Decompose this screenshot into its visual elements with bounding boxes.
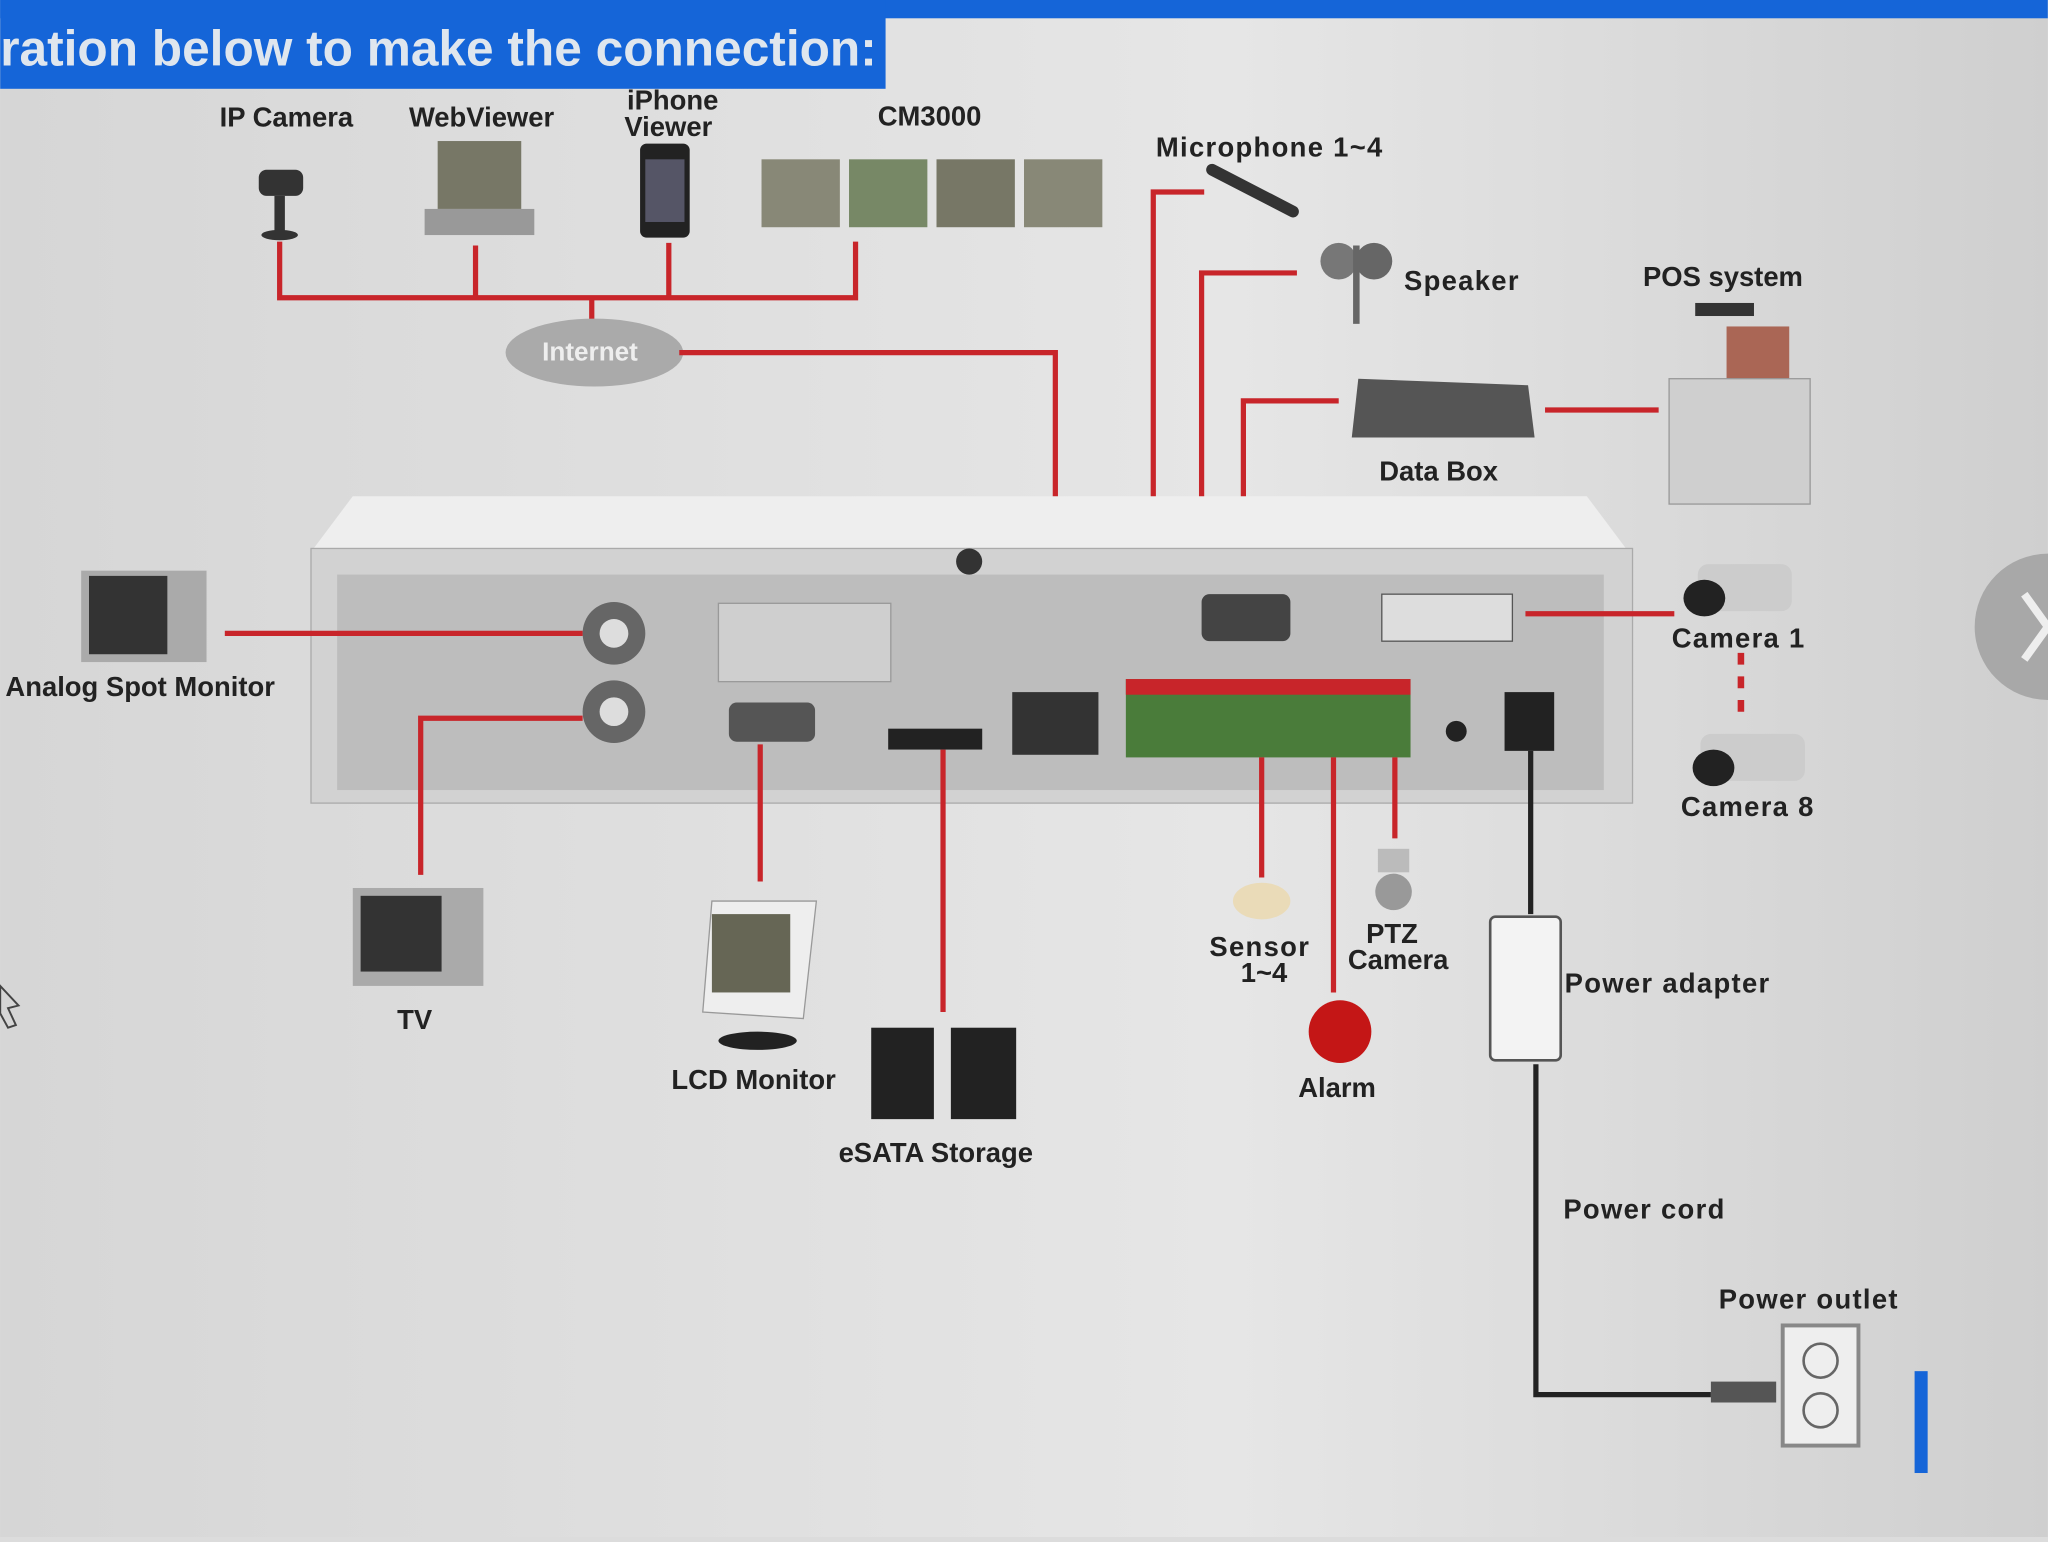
- ip-camera-label: IP Camera: [220, 102, 354, 133]
- microphone-icon: [1206, 163, 1299, 218]
- camera-1-icon: [1683, 564, 1792, 617]
- cm3000-monitors-icon: [761, 159, 1103, 228]
- speaker-icon: [1320, 242, 1393, 324]
- iphone-viewer-label-2: Viewer: [624, 111, 712, 142]
- header-banner: [0, 0, 886, 89]
- iphone-viewer-label-1: iPhone: [627, 85, 718, 116]
- camera-8-icon: [1692, 733, 1805, 787]
- lcd-monitor-icon: [702, 900, 818, 1050]
- ptz-camera-label-1: PTZ: [1366, 918, 1418, 949]
- internet-cloud-icon: [505, 318, 684, 387]
- header-text: ration below to make the connection:: [0, 20, 877, 76]
- ptz-camera-icon: [1375, 848, 1412, 911]
- sensor-icon: [1232, 882, 1291, 920]
- alarm-icon: [1308, 1000, 1372, 1063]
- ptz-camera-label-2: Camera: [1348, 944, 1449, 975]
- lcd-monitor-label: LCD Monitor: [671, 1064, 836, 1095]
- microphone-label: Microphone 1~4: [1156, 132, 1384, 163]
- pos-system-label: POS system: [1643, 261, 1803, 292]
- tv-icon: [352, 887, 484, 986]
- power-adapter-label: Power adapter: [1565, 967, 1771, 998]
- mouse-cursor-icon: [0, 984, 21, 1029]
- power-adapter-icon: [1488, 915, 1563, 1062]
- webviewer-label: WebViewer: [409, 102, 555, 133]
- dvr-unit: [310, 496, 1634, 804]
- text-cursor: [1914, 1371, 1928, 1474]
- webviewer-laptop-icon: [424, 141, 535, 236]
- iphone-icon: [640, 143, 690, 238]
- analog-spot-monitor-icon: [81, 570, 207, 663]
- power-outlet-icon: [1780, 1323, 1861, 1448]
- speaker-label: Speaker: [1404, 265, 1520, 296]
- power-plug-icon: [1710, 1381, 1777, 1403]
- pos-system-icon: [1668, 302, 1811, 505]
- power-outlet-label: Power outlet: [1719, 1283, 1899, 1314]
- analog-spot-monitor-label: Analog Spot Monitor: [5, 671, 275, 702]
- tv-label: TV: [397, 1004, 433, 1035]
- ip-camera-icon: [258, 169, 304, 241]
- alarm-label: Alarm: [1298, 1072, 1376, 1103]
- internet-label: Internet: [542, 336, 638, 366]
- camera-8-label: Camera 8: [1681, 791, 1815, 822]
- esata-storage-label: eSATA Storage: [839, 1137, 1033, 1168]
- power-cord-label: Power cord: [1563, 1193, 1725, 1224]
- data-box-label: Data Box: [1379, 456, 1499, 487]
- sensor-label-2: 1~4: [1241, 957, 1288, 988]
- sensor-label-1: Sensor: [1209, 931, 1310, 962]
- camera-1-label: Camera 1: [1672, 623, 1806, 654]
- cm3000-label: CM3000: [878, 100, 982, 131]
- data-box-icon: [1351, 378, 1535, 438]
- esata-storage-icon: [871, 1027, 1017, 1120]
